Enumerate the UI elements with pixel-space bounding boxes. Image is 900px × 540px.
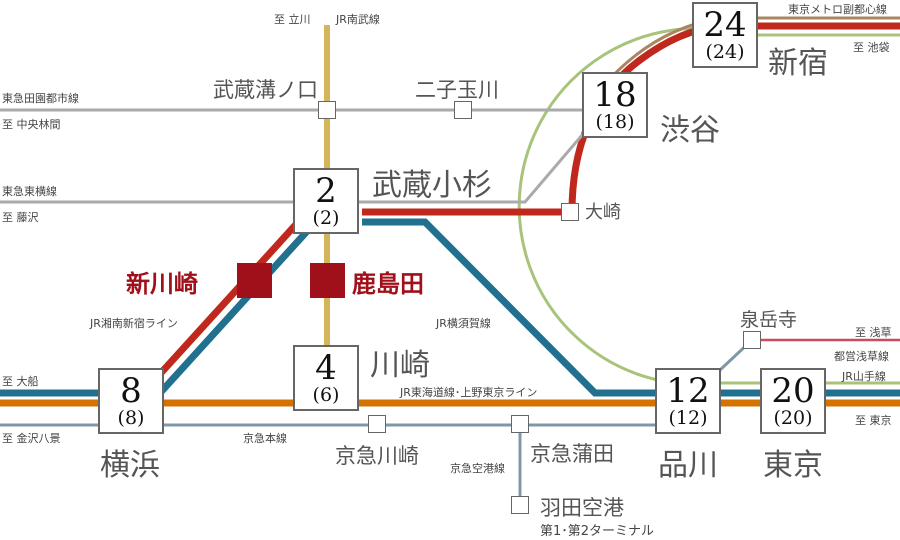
station-futako: 二子玉川 [415, 78, 499, 102]
hub-name-shinagawa: 品川 [658, 448, 718, 483]
minutes: 4 [315, 348, 337, 388]
hub-musashikosugi: 2(2) [293, 168, 359, 234]
label-toyoko: 東急東横線 [2, 185, 57, 198]
station-mizonokuchi: 武蔵溝ノ口 [213, 78, 318, 102]
alt-minutes: (20) [773, 407, 813, 429]
station-kashimada-marker [310, 263, 345, 298]
station-osaki: 大崎 [585, 202, 621, 223]
station-kamata: 京急蒲田 [530, 442, 614, 466]
label-tokyo-dest: 至 東京 [855, 414, 892, 427]
station-shinkawasaki-marker [237, 263, 272, 298]
station-mizonokuchi-marker [318, 101, 336, 119]
hub-shinagawa: 12(12) [655, 368, 721, 434]
label-shonan: JR湘南新宿ライン [90, 317, 178, 330]
label-denentoshi-dest: 至 中央林間 [2, 118, 61, 131]
label-yokosuka: JR横須賀線 [436, 317, 491, 330]
yokosuka-diagonal [157, 225, 313, 396]
hub-name-tokyo: 東京 [763, 448, 823, 483]
minutes: 8 [120, 371, 142, 411]
hub-shinjuku: 24(24) [692, 2, 758, 68]
hub-name-kawasaki: 川崎 [370, 348, 430, 383]
hub-name-musashikosugi: 武蔵小杉 [372, 168, 492, 203]
label-toyoko-dest: 至 藤沢 [2, 211, 39, 224]
label-nambu: JR南武線 [336, 13, 380, 26]
alt-minutes: (6) [312, 384, 340, 406]
station-keikyu-kawasaki: 京急川崎 [335, 444, 419, 468]
station-sengakuji-marker [743, 331, 761, 349]
label-fukutoshin: 東京メトロ副都心線 [788, 3, 887, 16]
minutes: 12 [666, 371, 710, 411]
alt-minutes: (18) [595, 111, 635, 133]
minutes: 24 [703, 5, 747, 45]
hub-name-shibuya: 渋谷 [660, 113, 720, 148]
hub-shibuya: 18(18) [582, 72, 648, 138]
hub-yokohama: 8(8) [98, 368, 164, 434]
alt-minutes: (24) [705, 41, 745, 63]
alt-minutes: (12) [668, 407, 708, 429]
hub-name-shinjuku: 新宿 [768, 46, 828, 81]
alt-minutes: (2) [312, 207, 340, 229]
hub-tokyo: 20(20) [760, 368, 826, 434]
label-nambu-dest: 至 立川 [274, 13, 311, 26]
station-haneda-marker [511, 496, 529, 514]
minutes: 2 [315, 171, 337, 211]
label-keikyu-airport: 京急空港線 [450, 462, 505, 475]
label-denentoshi: 東急田園都市線 [2, 92, 79, 105]
station-futako-marker [454, 101, 472, 119]
station-shinkawasaki: 新川崎 [126, 269, 198, 298]
label-ikebukuro-dest: 至 池袋 [853, 41, 890, 54]
yamanote-line [517, 27, 900, 386]
minutes: 18 [593, 75, 637, 115]
hub-kawasaki: 4(6) [293, 345, 359, 411]
label-asakusa-dest: 至 浅草 [855, 326, 892, 339]
station-osaki-marker [561, 203, 579, 221]
station-keikyu-kawasaki-marker [368, 415, 386, 433]
station-sengakuji: 泉岳寺 [740, 309, 798, 331]
station-haneda-sub: 第1･第2ターミナル [540, 524, 655, 539]
station-kashimada: 鹿島田 [352, 269, 424, 298]
station-haneda: 羽田空港 [540, 496, 624, 520]
station-kamata-marker [511, 415, 529, 433]
hub-name-yokohama: 横浜 [100, 448, 160, 483]
yokosuka-line [362, 218, 900, 397]
label-asakusa: 都営浅草線 [834, 350, 889, 363]
shonan-diagonal [147, 217, 303, 388]
label-yamanote: JR山手線 [842, 370, 886, 383]
label-ofuna-dest: 至 大船 [2, 375, 39, 388]
label-tokaido: JR東海道線･上野東京ライン [400, 386, 538, 399]
minutes: 20 [771, 371, 815, 411]
alt-minutes: (8) [117, 407, 145, 429]
toyoko-line [0, 119, 597, 204]
label-kanazawa-dest: 至 金沢八景 [2, 432, 61, 445]
label-keikyu: 京急本線 [243, 432, 287, 445]
